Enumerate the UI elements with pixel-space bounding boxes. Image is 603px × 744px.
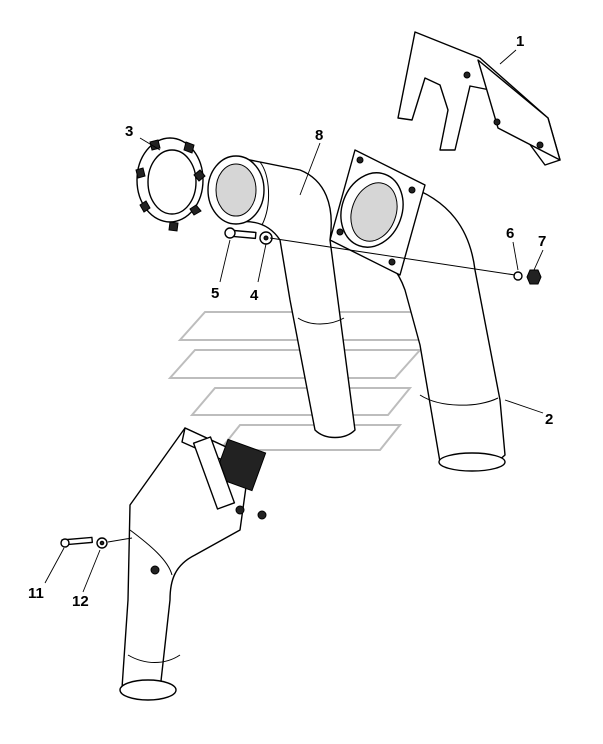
callout-4: 4 [250,287,259,304]
callout-7: 7 [538,233,546,250]
callout-5: 5 [211,285,219,302]
callout-1: 1 [516,33,524,50]
callout-11: 11 [28,585,44,602]
part-5-bolt [224,227,257,240]
part-12-washer [96,537,108,549]
callout-6: 6 [506,225,514,242]
callout-labels: 1 2 3 4 5 6 7 8 11 12 [28,33,553,610]
lower-elbow-assembly [119,427,267,701]
part-1-bracket [397,31,561,166]
part-3-clamp-ring [135,137,206,232]
part-8-tube [207,155,356,439]
callout-12: 12 [72,593,89,610]
part-2-elbow-pipe [329,149,506,472]
callout-8: 8 [315,127,323,144]
callout-3: 3 [125,123,133,140]
part-7-nut [526,269,542,285]
part-11-bolt [60,536,94,548]
callout-2: 2 [545,411,553,428]
part-6-washer [513,271,523,281]
leader-lines [44,49,544,593]
